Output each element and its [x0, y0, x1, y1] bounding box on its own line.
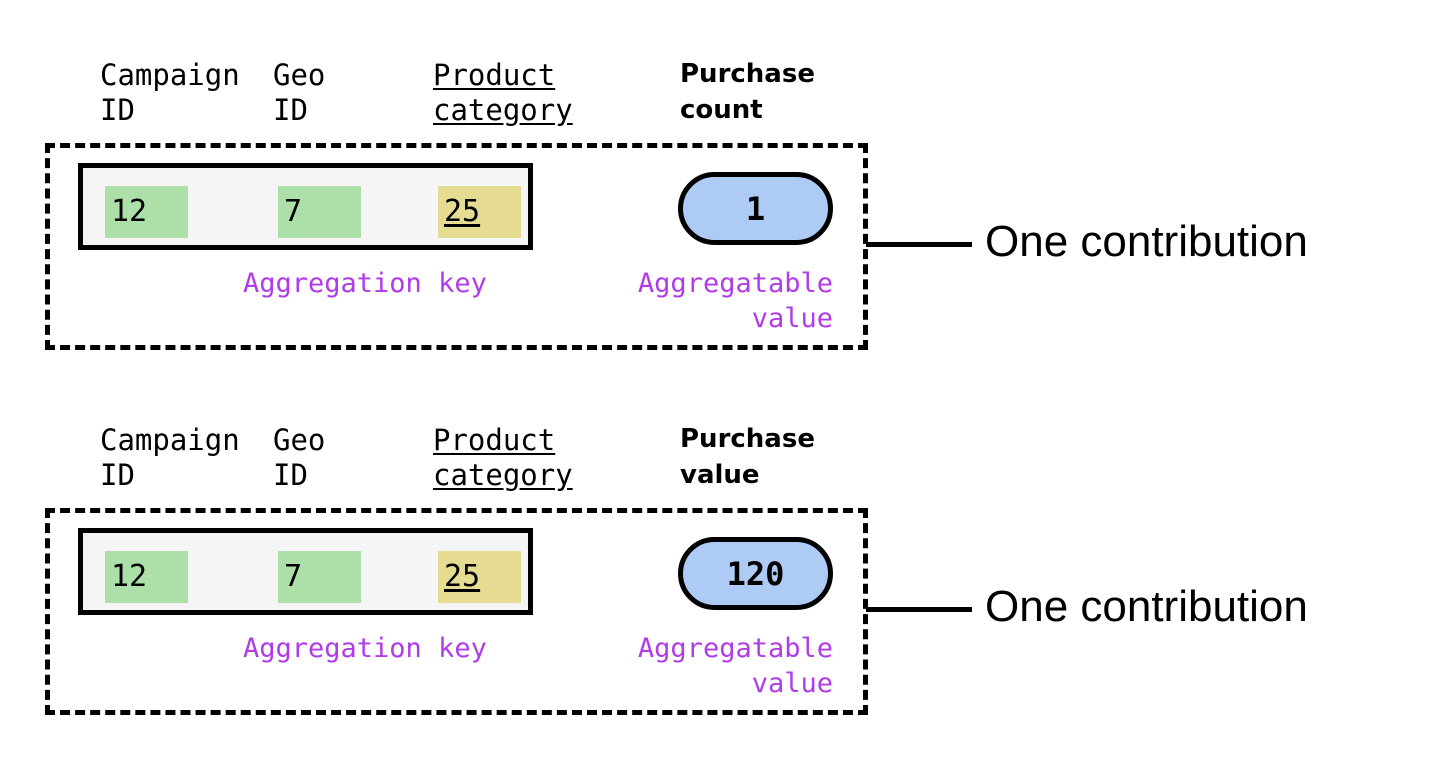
key-cell-campaign-id: 12 — [105, 186, 188, 238]
aggregatable-value-number: 1 — [745, 189, 766, 228]
callout-label: One contribution — [985, 582, 1308, 631]
callout-label: One contribution — [985, 217, 1308, 266]
column-header-geo-id: Geo ID — [273, 58, 326, 127]
aggregation-key-label: Aggregation key — [243, 268, 487, 299]
column-header-product-category-text: Product category — [433, 423, 573, 492]
column-header-metric: Purchase value — [680, 424, 815, 490]
key-cell-product-category-value: 25 — [444, 194, 481, 229]
column-headers: Campaign ID Geo ID Product category Purc… — [0, 58, 900, 138]
key-cell-geo-id: 7 — [278, 186, 361, 238]
aggregatable-value-pill: 1 — [678, 172, 833, 245]
column-header-product-category: Product category — [433, 423, 573, 493]
key-cell-campaign-id-value: 12 — [111, 194, 148, 229]
key-cell-product-category: 25 — [438, 551, 521, 603]
column-headers: Campaign ID Geo ID Product category Purc… — [0, 423, 900, 503]
aggregatable-value-label: Aggregatable value — [637, 268, 833, 334]
aggregatable-value-pill: 120 — [678, 537, 833, 610]
aggregation-key-label: Aggregation key — [243, 633, 487, 664]
column-header-product-category-text: Product category — [433, 58, 573, 127]
aggregation-key-box: 12 7 25 — [78, 528, 533, 615]
aggregation-key-box: 12 7 25 — [78, 163, 533, 250]
column-header-campaign-id: Campaign ID — [100, 58, 240, 127]
column-header-campaign-id: Campaign ID — [100, 423, 240, 492]
key-cell-campaign-id-value: 12 — [111, 559, 148, 594]
callout-leader-line — [866, 242, 972, 247]
key-cell-geo-id: 7 — [278, 551, 361, 603]
aggregatable-value-number: 120 — [726, 554, 785, 593]
column-header-geo-id: Geo ID — [273, 423, 326, 492]
contribution-boundary — [45, 143, 868, 350]
key-cell-geo-id-value: 7 — [284, 559, 303, 594]
key-cell-campaign-id: 12 — [105, 551, 188, 603]
key-cell-geo-id-value: 7 — [284, 194, 303, 229]
aggregatable-value-label: Aggregatable value — [637, 633, 833, 699]
column-header-product-category: Product category — [433, 58, 573, 128]
callout-leader-line — [866, 607, 972, 612]
contribution-boundary — [45, 508, 868, 715]
key-cell-product-category: 25 — [438, 186, 521, 238]
column-header-metric: Purchase count — [680, 59, 815, 125]
key-cell-product-category-value: 25 — [444, 559, 481, 594]
